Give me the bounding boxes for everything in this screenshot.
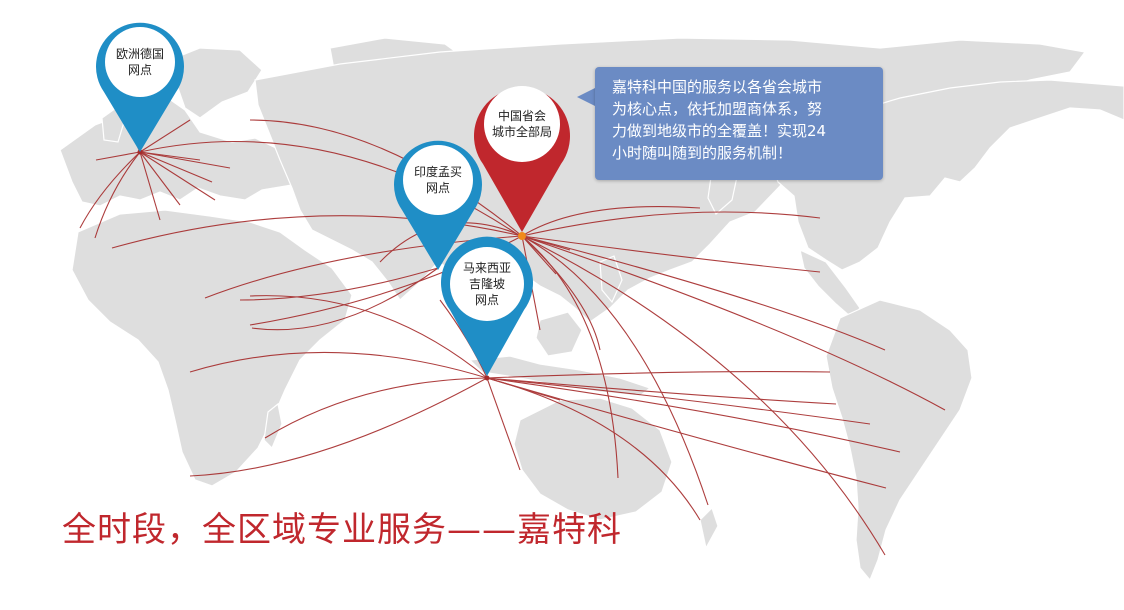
route-line (111, 215, 523, 249)
route-line (189, 377, 488, 477)
service-routes (79, 107, 946, 556)
indonesia-landmass (468, 355, 652, 397)
callout-line: 嘉特科中国的服务以各省会城市 (612, 78, 823, 96)
philippines-landmass (599, 255, 623, 304)
service-callout-text: 嘉特科中国的服务以各省会城市 为核心点，依托加盟商体系，努 力做到地级市的全覆盖… (612, 76, 874, 164)
route-line (264, 377, 488, 439)
route-line (251, 267, 439, 331)
route-line (521, 235, 886, 351)
callout-line: 为核心点，依托加盟商体系，努 (612, 100, 823, 118)
continents (59, 37, 1124, 582)
madagascar-landmass (263, 402, 283, 450)
route-line (521, 235, 946, 411)
route-line (95, 151, 141, 161)
pin-malaysia[interactable] (441, 236, 533, 376)
route-line (239, 267, 439, 301)
route-line (486, 371, 831, 379)
route-line (521, 235, 571, 251)
callout-line: 力做到地级市的全覆盖！实现24 (612, 122, 827, 140)
route-line (521, 235, 557, 275)
route-line (486, 377, 701, 521)
route-line (249, 119, 523, 237)
route-line (486, 377, 901, 453)
route-line (521, 235, 709, 506)
route-line (521, 235, 821, 273)
scandinavia-landmass (164, 47, 263, 119)
route-line (79, 151, 141, 229)
route-line (139, 151, 161, 221)
route-line (486, 377, 887, 489)
route-line (521, 211, 821, 237)
uk-landmass (101, 107, 125, 143)
route-line (139, 151, 216, 201)
pin-china[interactable] (474, 86, 570, 232)
route-line (139, 151, 181, 206)
route-line (94, 151, 141, 239)
africa-landmass (71, 209, 353, 487)
callout-pointer (577, 88, 595, 106)
malaysia-hub-marker (484, 375, 490, 381)
service-slogan: 全时段，全区域专业服务——嘉特科 (62, 510, 622, 550)
route-line (521, 206, 701, 237)
pin-india[interactable] (394, 140, 482, 270)
new-zealand-landmass (699, 506, 719, 550)
route-line (139, 151, 213, 183)
route-line (486, 377, 837, 405)
service-callout-box (595, 67, 883, 180)
australia-landmass (513, 397, 673, 521)
pin-europe[interactable] (96, 22, 184, 152)
borneo-landmass (535, 311, 583, 357)
route-line (249, 295, 488, 379)
china-hub-marker (518, 232, 526, 240)
route-line (521, 235, 886, 556)
south-america-landmass (825, 299, 973, 582)
route-line (486, 377, 871, 425)
callout-line: 小时随叫随到的服务机制！ (612, 144, 793, 162)
route-line (139, 151, 231, 169)
route-line (486, 377, 521, 471)
route-line (521, 235, 601, 351)
route-line (139, 119, 191, 153)
route-line (189, 351, 488, 379)
